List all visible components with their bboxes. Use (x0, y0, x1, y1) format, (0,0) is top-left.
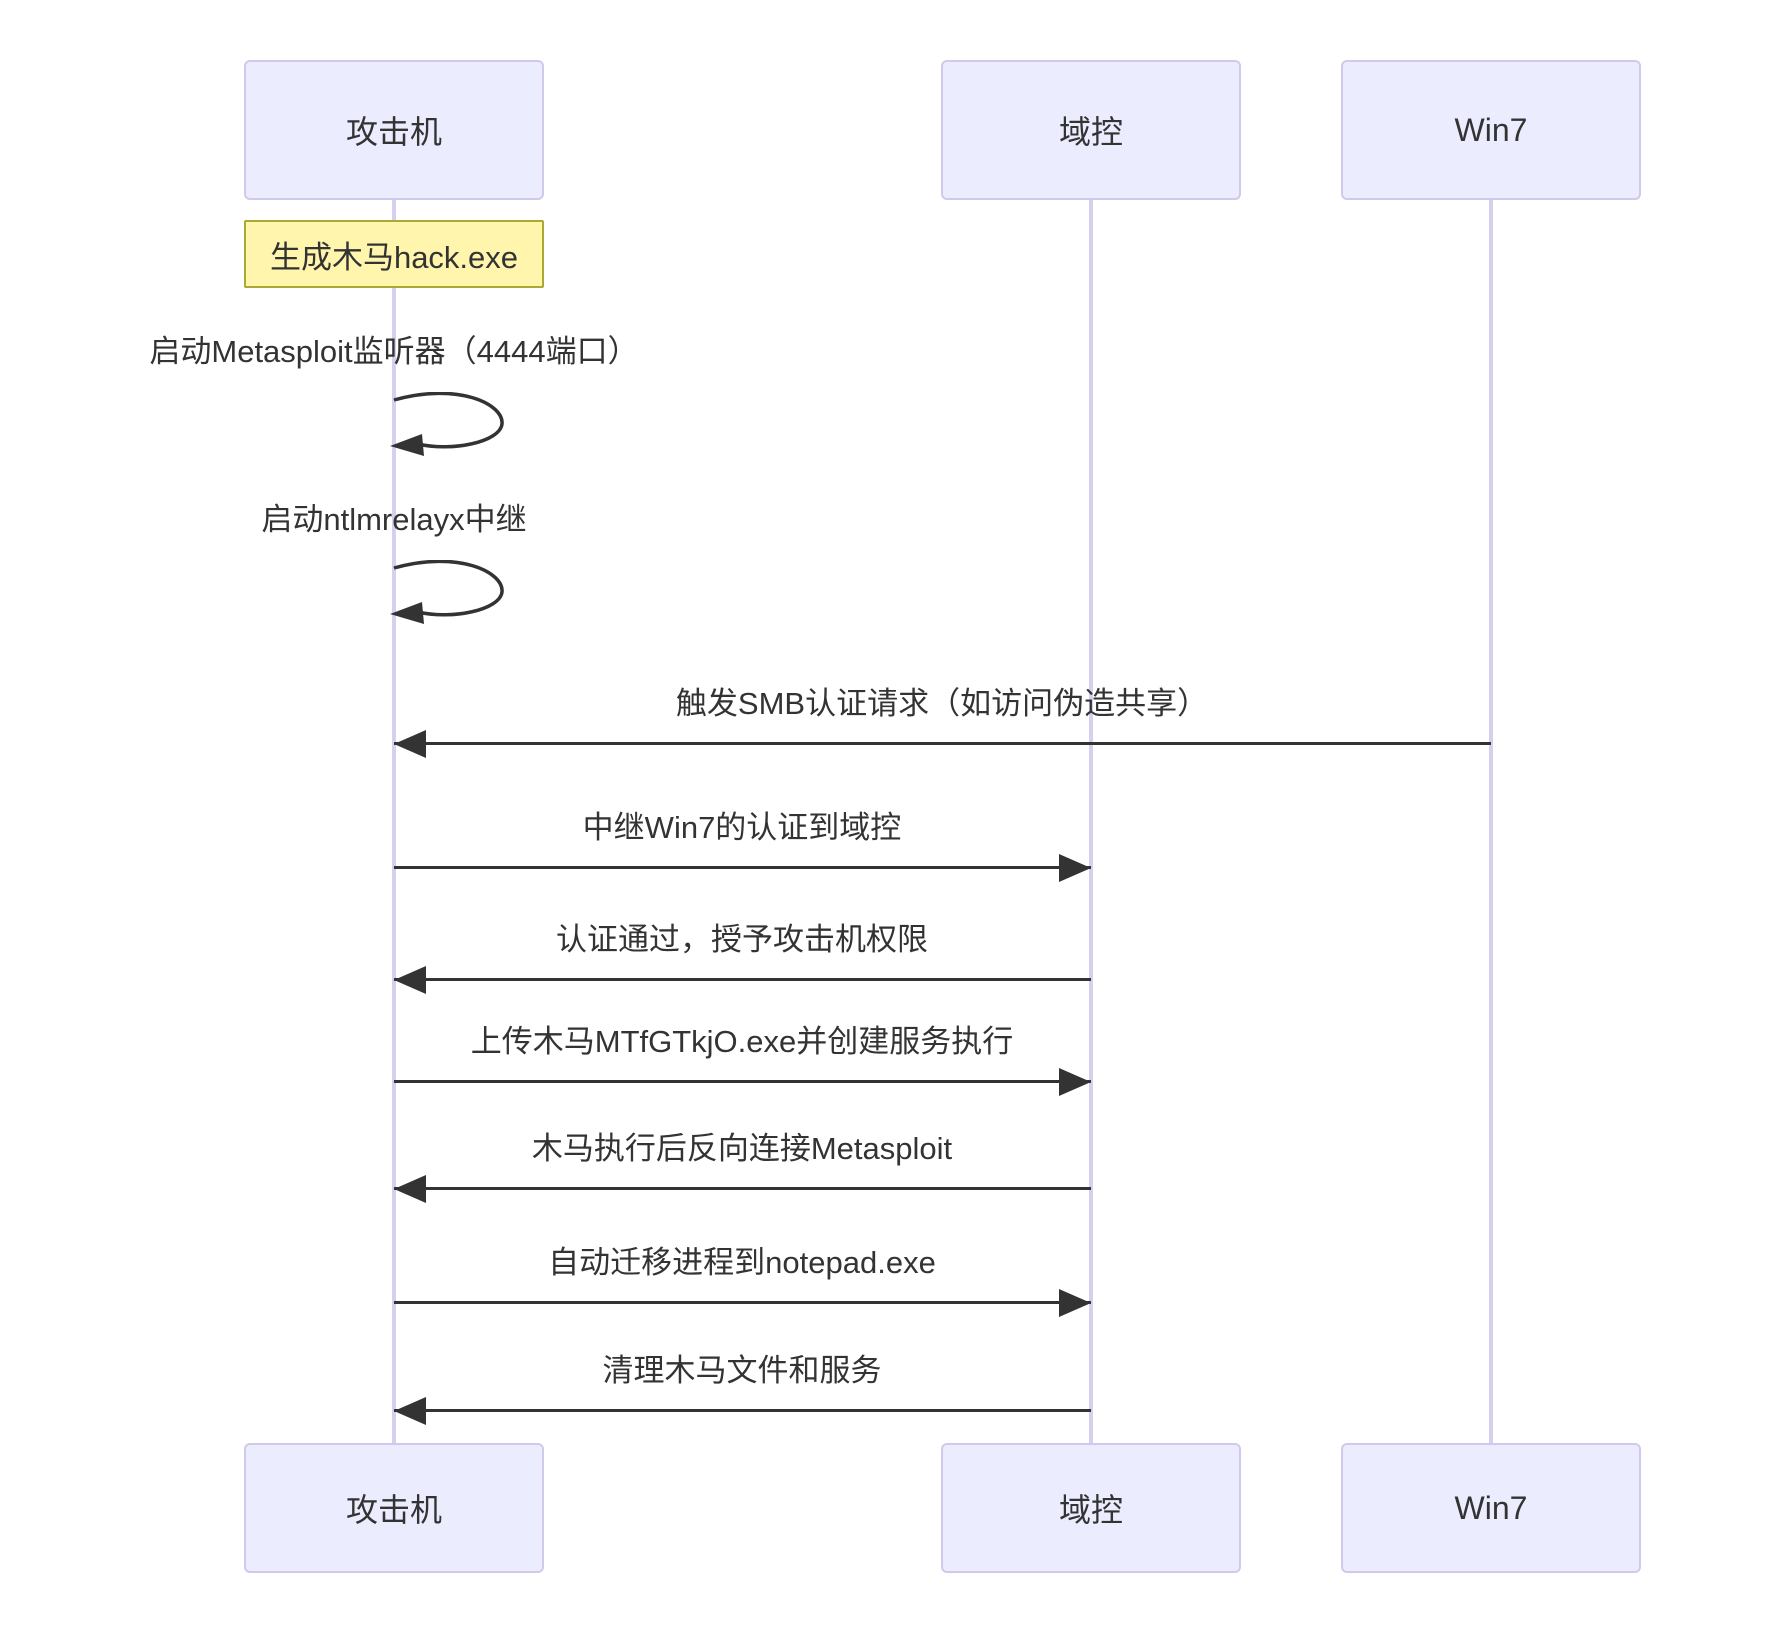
message-label: 上传木马MTfGTkjO.exe并创建服务执行 (470, 1024, 1014, 1059)
message-line (394, 1080, 1091, 1083)
actor-label: 攻击机 (345, 114, 442, 150)
self-message-label: 启动Metasploit监听器（4444端口） (149, 334, 639, 369)
message-label: 认证通过，授予攻击机权限 (556, 922, 928, 957)
message-line (394, 1409, 1091, 1412)
actor-bottom-attacker: 攻击机 (244, 1443, 544, 1573)
message-line (394, 978, 1091, 981)
self-message-label: 启动ntlmrelayx中继 (261, 502, 527, 537)
note-label: 生成木马hack.exe (269, 239, 519, 275)
self-loop-arrow (390, 560, 504, 624)
actor-bottom-dc: 域控 (941, 1443, 1241, 1573)
arrowhead-left-icon (394, 730, 426, 758)
actor-top-win7: Win7 (1341, 60, 1641, 200)
message-line (394, 1301, 1091, 1304)
actor-label: 域控 (1058, 114, 1123, 150)
message-label: 木马执行后反向连接Metasploit (531, 1131, 953, 1166)
message-label: 中继Win7的认证到域控 (582, 810, 902, 845)
message-label: 自动迁移进程到notepad.exe (548, 1245, 936, 1280)
message-line (394, 742, 1491, 745)
arrowhead-right-icon (1059, 854, 1091, 882)
message-label: 触发SMB认证请求（如访问伪造共享） (675, 686, 1209, 721)
arrowhead-left-icon (394, 1397, 426, 1425)
actor-bottom-win7: Win7 (1341, 1443, 1641, 1573)
arrowhead-left-icon (394, 966, 426, 994)
actor-label: 域控 (1058, 1492, 1123, 1528)
lifeline-attacker (392, 200, 396, 1443)
arrowhead-left-icon (394, 1175, 426, 1203)
arrowhead-right-icon (1059, 1289, 1091, 1317)
actor-top-dc: 域控 (941, 60, 1241, 200)
lifeline-dc (1089, 200, 1093, 1443)
arrowhead-right-icon (1059, 1068, 1091, 1096)
actor-label: Win7 (1454, 1489, 1528, 1526)
actor-top-attacker: 攻击机 (244, 60, 544, 200)
message-label: 清理木马文件和服务 (602, 1353, 882, 1388)
lifeline-win7 (1489, 200, 1493, 1443)
actor-label: 攻击机 (345, 1492, 442, 1528)
message-line (394, 866, 1091, 869)
note-box: 生成木马hack.exe (244, 220, 544, 288)
message-line (394, 1187, 1091, 1190)
self-loop-arrow (390, 392, 504, 456)
actor-label: Win7 (1454, 111, 1528, 148)
